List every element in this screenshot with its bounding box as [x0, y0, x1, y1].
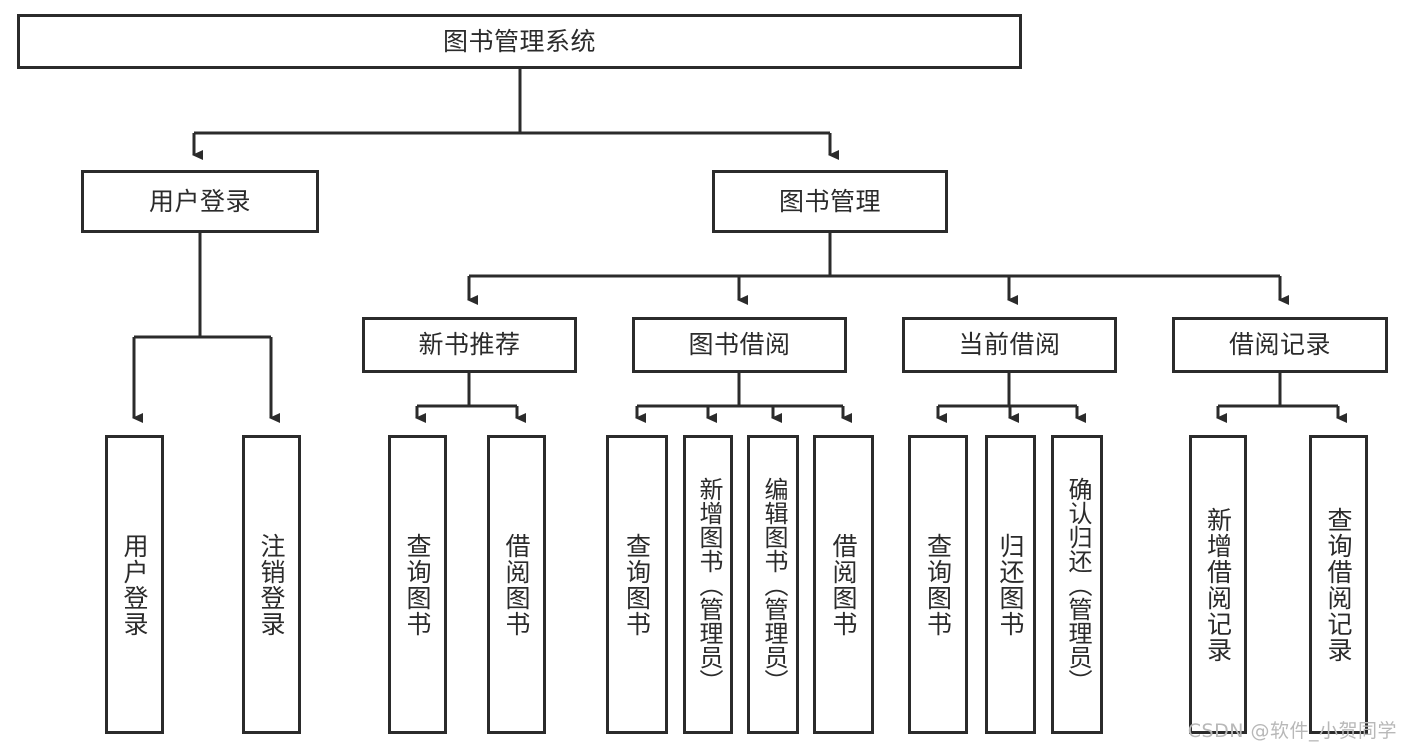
leaf-add-borrow-record[interactable]: 新增借阅记录	[1189, 435, 1247, 734]
node-book-borrow[interactable]: 图书借阅	[632, 317, 847, 373]
leaf-user-login[interactable]: 用户登录	[105, 435, 164, 734]
leaf-label: 借阅图书	[502, 532, 531, 637]
node-label: 图书管理系统	[442, 26, 596, 56]
node-user-login[interactable]: 用户登录	[81, 170, 319, 233]
node-label: 借阅记录	[1228, 330, 1331, 360]
connector-group-book-management	[467, 233, 1289, 305]
connector-group-root	[192, 69, 839, 160]
node-new-book-recommend[interactable]: 新书推荐	[362, 317, 577, 373]
leaf-label: 查询借阅记录	[1324, 506, 1353, 663]
leaf-label: 确认归还（管理员）	[1063, 476, 1092, 693]
leaf-label: 注销登录	[257, 532, 286, 637]
connector-group-user-login	[132, 233, 280, 423]
leaf-label: 归还图书	[996, 532, 1025, 637]
leaf-label: 查询图书	[923, 532, 953, 637]
leaf-label: 查询图书	[403, 532, 432, 637]
node-label: 图书管理	[778, 186, 881, 216]
leaf-label: 用户登录	[120, 532, 149, 637]
leaf-edit-book-admin[interactable]: 编辑图书（管理员）	[747, 435, 799, 734]
node-label: 新书推荐	[418, 330, 521, 360]
leaf-label: 编辑图书（管理员）	[759, 476, 788, 693]
leaf-query-book-borrow[interactable]: 查询图书	[606, 435, 668, 734]
leaf-label: 新增图书（管理员）	[694, 476, 723, 693]
node-borrow-records[interactable]: 借阅记录	[1172, 317, 1388, 373]
leaf-borrow-book-recommend[interactable]: 借阅图书	[487, 435, 546, 734]
connector-group-new-books	[415, 373, 526, 423]
leaf-return-book[interactable]: 归还图书	[985, 435, 1036, 734]
leaf-query-book-current[interactable]: 查询图书	[908, 435, 968, 734]
leaf-borrow-book[interactable]: 借阅图书	[813, 435, 874, 734]
node-label: 图书借阅	[688, 330, 791, 360]
node-label: 用户登录	[148, 186, 251, 216]
connector-group-borrow-records	[1216, 373, 1347, 423]
leaf-query-book-recommend[interactable]: 查询图书	[388, 435, 447, 734]
node-book-management[interactable]: 图书管理	[712, 170, 948, 233]
node-current-borrow[interactable]: 当前借阅	[902, 317, 1117, 373]
leaf-query-borrow-record[interactable]: 查询借阅记录	[1309, 435, 1368, 734]
leaf-label: 借阅图书	[829, 532, 858, 637]
leaf-confirm-return-admin[interactable]: 确认归还（管理员）	[1051, 435, 1103, 734]
leaf-add-book-admin[interactable]: 新增图书（管理员）	[683, 435, 733, 734]
leaf-label: 新增借阅记录	[1203, 506, 1233, 663]
leaf-user-logout[interactable]: 注销登录	[242, 435, 301, 734]
leaf-label: 查询图书	[622, 532, 652, 637]
node-root-system[interactable]: 图书管理系统	[17, 14, 1022, 69]
node-label: 当前借阅	[958, 330, 1061, 360]
connector-group-book-borrow	[635, 373, 852, 423]
connector-group-current-borrow	[936, 373, 1086, 423]
